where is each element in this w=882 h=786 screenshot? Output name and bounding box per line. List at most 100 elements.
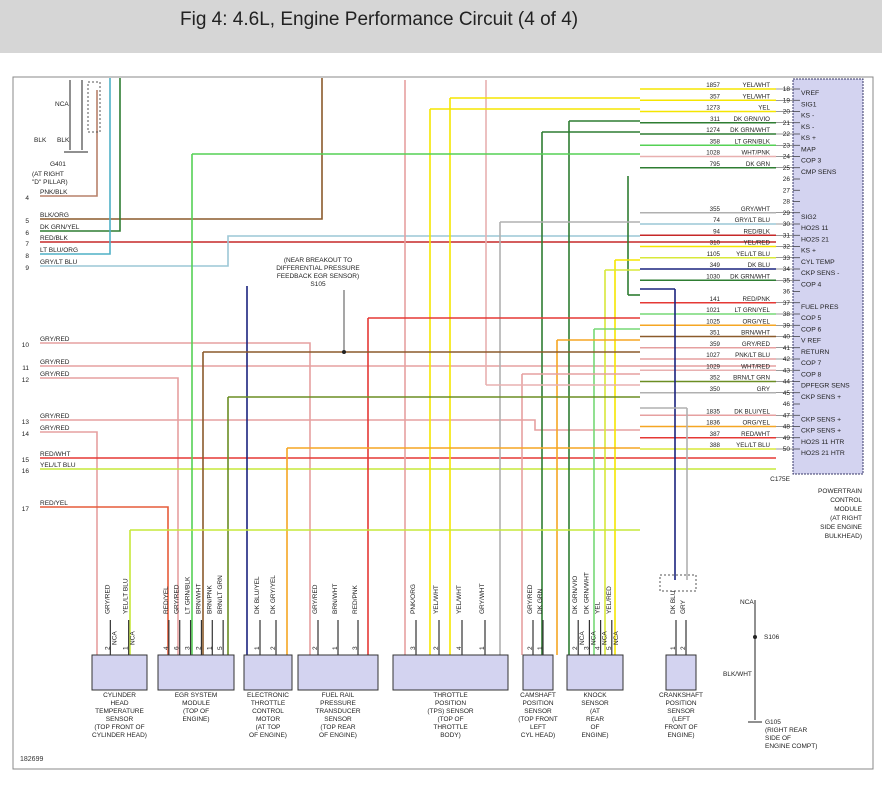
- g401-location: "D" PILLAR): [32, 179, 68, 186]
- left-pin-number: 10: [22, 342, 30, 349]
- pcm-pin-number: 44: [783, 379, 791, 386]
- left-pin-number: 14: [22, 431, 30, 438]
- component-caption: CAMSHAFT: [520, 692, 556, 699]
- component-nca: NCA: [579, 631, 586, 645]
- left-pin-number: 5: [25, 218, 29, 225]
- g401-blk: BLK: [34, 137, 47, 144]
- s105-splice: [342, 350, 346, 354]
- component-wire-label: PNK/ORG: [410, 584, 417, 614]
- wire-color-label: DK GRN/WHT: [730, 273, 770, 280]
- component-nca: NCA: [613, 631, 620, 645]
- pcm-pin-number: 50: [783, 446, 791, 453]
- component-pin: 1: [332, 646, 339, 650]
- wire-color-label: YEL/WHT: [742, 82, 770, 89]
- component-wire-label: GRY: [680, 599, 687, 614]
- pcm-connector-ref: C175E: [770, 476, 791, 483]
- wire-color-label: LT GRN/BLK: [734, 138, 770, 145]
- circuit-number: 387: [710, 431, 721, 438]
- wire-color-label: ORG/YEL: [742, 318, 770, 325]
- wire-color-label: YEL/WHT: [742, 93, 770, 100]
- g401-blk: BLK: [57, 137, 70, 144]
- component-pin: 3: [410, 646, 417, 650]
- left-wire: [40, 419, 640, 431]
- pcm-pin-name: FUEL PRES: [801, 304, 839, 311]
- left-wire-label: GRY/RED: [40, 336, 70, 343]
- component-pin: 3: [583, 646, 590, 650]
- pcm-title: POWERTRAIN: [818, 488, 862, 495]
- s105-note: DIFFERENTIAL PRESSURE: [276, 265, 360, 272]
- pcm-pin-name: COP 4: [801, 281, 821, 288]
- component-wire-label: DK GRY/YEL: [270, 575, 277, 614]
- pcm-pin-name: KS +: [801, 135, 816, 142]
- g105-nca: NCA: [740, 599, 754, 606]
- pcm-pin-number: 29: [783, 210, 791, 217]
- pcm-body: [792, 78, 864, 475]
- component-pin: 1: [254, 646, 261, 650]
- component-caption: MOTOR: [256, 716, 280, 723]
- component-caption: (LEFT: [672, 716, 690, 723]
- circuit-number: 359: [710, 341, 721, 348]
- left-pin-number: 15: [22, 457, 30, 464]
- left-pin-number: 6: [25, 230, 29, 237]
- pcm-pin-number: 33: [783, 255, 791, 262]
- pcm-pin-number: 24: [783, 154, 791, 161]
- component-caption: EGR SYSTEM: [175, 692, 218, 699]
- component-tps: [392, 654, 509, 691]
- wire-color-label: YEL/LT BLU: [736, 442, 770, 449]
- component-wire-label: GRY/RED: [527, 584, 534, 614]
- component-caption: CRANKSHAFT: [659, 692, 703, 699]
- component-pin: 4: [595, 646, 602, 650]
- pcm-pin-number: 31: [783, 232, 791, 239]
- circuit-number: 94: [713, 228, 720, 235]
- g105-location: ENGINE COMPT): [765, 743, 817, 750]
- left-wire-label: GRY/RED: [40, 359, 70, 366]
- circuit-number: 1030: [706, 273, 720, 280]
- component-cht: [91, 654, 148, 691]
- component-caption: THROTTLE: [251, 700, 286, 707]
- component-wire-label: GRY/RED: [104, 584, 111, 614]
- component-wire-label: BRN/WHT: [195, 584, 202, 614]
- left-wire-label: GRY/RED: [40, 425, 70, 432]
- left-wire-label: GRY/RED: [40, 413, 70, 420]
- component-caption: FRONT OF: [664, 724, 697, 731]
- component-caption: PRESSURE: [320, 700, 356, 707]
- component-wire-label: BRN/PNK: [206, 584, 213, 614]
- pcm-pin-name: COP 3: [801, 158, 821, 165]
- left-pin-number: 4: [25, 195, 29, 202]
- pcm-pin-number: 27: [783, 187, 791, 194]
- component-wire-label: YEL/WHT: [456, 585, 463, 614]
- wire-color-label: BRN/LT GRN: [733, 375, 770, 382]
- left-wire: [40, 78, 121, 232]
- pcm-pin-name: CMP SENS: [801, 169, 837, 176]
- g105-location: (RIGHT REAR: [765, 727, 807, 734]
- left-wire: [40, 78, 111, 255]
- wire-color-label: YEL: [758, 105, 770, 112]
- left-wire-label: YEL/LT BLU: [40, 462, 76, 469]
- pcm-pin-name: SIG1: [801, 101, 817, 108]
- component-caption: (TPS) SENSOR: [427, 708, 474, 715]
- component-caption: (AT TOP: [256, 724, 281, 731]
- left-wire-label: BLK/ORG: [40, 212, 69, 219]
- figure-id: 182699: [20, 756, 43, 763]
- wire-color-label: DK BLU/YEL: [734, 408, 770, 415]
- s106-splice: [753, 635, 757, 639]
- component-caption: SENSOR: [667, 708, 695, 715]
- wire-color-label: DK GRN: [746, 161, 770, 168]
- component-nca: NCA: [602, 631, 609, 645]
- pcm-pin-number: 20: [783, 109, 791, 116]
- component-frp: [297, 654, 379, 691]
- component-pin: 1: [670, 646, 677, 650]
- component-layer: [64, 81, 762, 723]
- pcm-pin-number: 30: [783, 221, 791, 228]
- wire-color-label: PNK/LT BLU: [735, 352, 770, 359]
- pcm-pin-name: HO2S 21 HTR: [801, 450, 845, 457]
- s105-note: FEEDBACK EGR SENSOR): [277, 273, 359, 280]
- component-wire-label: DK GRN/WHT: [583, 572, 590, 614]
- g401-location: (AT RIGHT: [32, 171, 64, 178]
- component-pin: 4: [456, 646, 463, 650]
- component-caption: (TOP FRONT OF: [94, 724, 144, 731]
- circuit-number: 1028: [706, 150, 720, 157]
- pcm-pin-name: VREF: [801, 90, 819, 97]
- title-bar: Fig 4: 4.6L, Engine Performance Circuit …: [0, 0, 882, 53]
- pcm-pin-number: 48: [783, 424, 791, 431]
